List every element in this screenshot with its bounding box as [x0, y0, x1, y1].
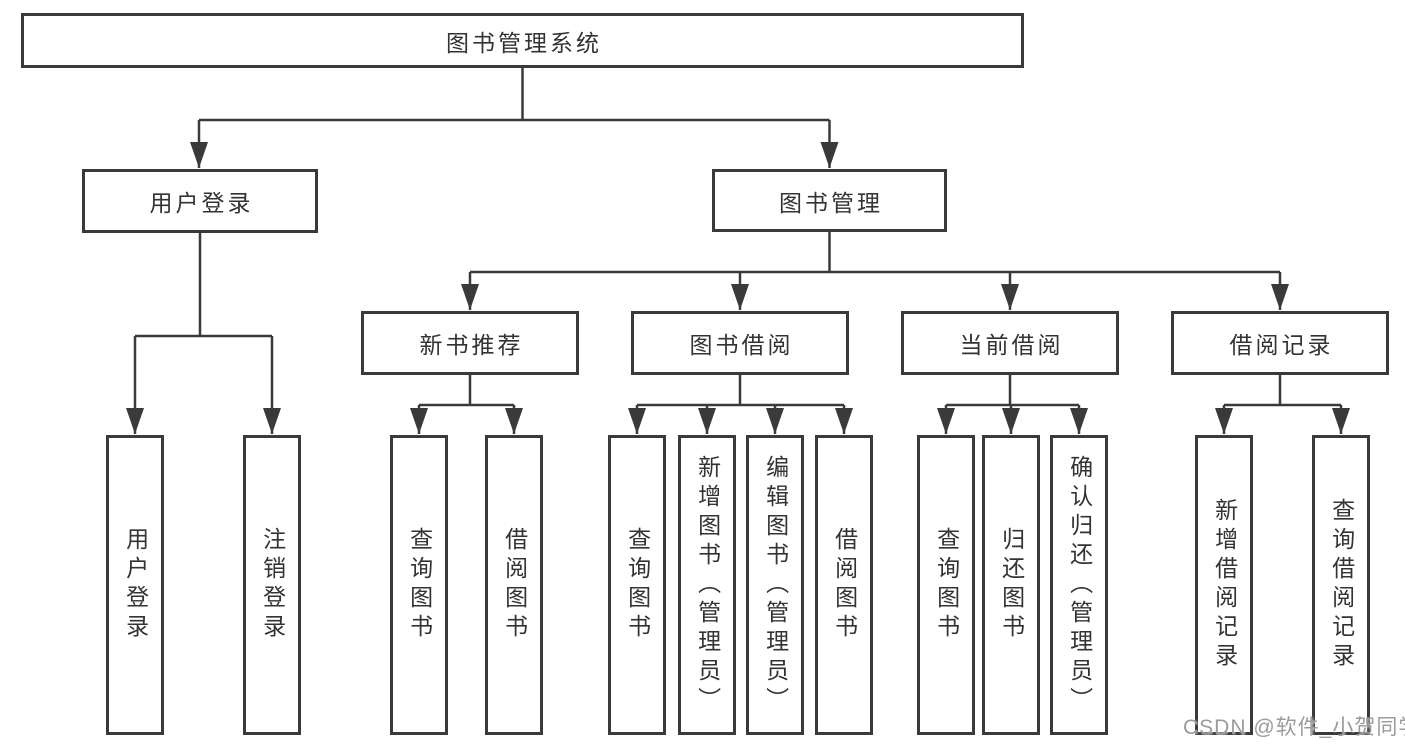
leaf-borrow-books-2: 借阅图书	[815, 435, 873, 735]
leaf-query-books-3: 查询图书	[917, 435, 975, 735]
node-label: 借阅图书	[501, 527, 528, 643]
node-label: 查询图书	[624, 527, 651, 643]
node-user-login: 用户登录	[82, 169, 318, 233]
node-label: 新增借阅记录	[1211, 498, 1238, 672]
node-label: 归还图书	[998, 527, 1025, 643]
node-label: 当前借阅	[959, 332, 1064, 358]
node-label: 查询图书	[933, 527, 960, 643]
node-label: 新书推荐	[419, 332, 524, 358]
leaf-add-borrow-record: 新增借阅记录	[1195, 435, 1253, 735]
leaf-return-book: 归还图书	[982, 435, 1040, 735]
node-label: 查询图书	[406, 527, 433, 643]
node-new-book-recommendation: 新书推荐	[361, 311, 579, 375]
node-label: 注销登录	[259, 527, 286, 643]
leaf-add-book-admin: 新增图书（管理员）	[678, 435, 736, 735]
leaf-edit-book-admin: 编辑图书（管理员）	[746, 435, 804, 735]
node-book-borrowing: 图书借阅	[631, 311, 849, 375]
node-root-system: 图书管理系统	[21, 13, 1024, 68]
node-label: 图书管理	[779, 189, 883, 216]
csdn-watermark: CSDN @软件_小贺同学	[1183, 716, 1405, 739]
node-label: 编辑图书（管理员）	[762, 454, 789, 716]
node-label: 确认归还（管理员）	[1066, 454, 1093, 716]
leaf-logout: 注销登录	[243, 435, 301, 735]
node-borrowing-records: 借阅记录	[1171, 311, 1389, 375]
node-label: 查询借阅记录	[1328, 498, 1355, 672]
node-current-borrowing: 当前借阅	[901, 311, 1119, 375]
node-label: 用户登录	[122, 527, 149, 643]
leaf-borrow-books-1: 借阅图书	[485, 435, 543, 735]
node-label: 借阅记录	[1229, 332, 1334, 358]
leaf-user-login: 用户登录	[106, 435, 164, 735]
node-label: 新增图书（管理员）	[694, 454, 721, 716]
node-label: 借阅图书	[831, 527, 858, 643]
node-label: 图书管理系统	[446, 29, 602, 56]
node-label: 图书借阅	[689, 332, 794, 358]
leaf-query-books-1: 查询图书	[390, 435, 448, 735]
leaf-query-borrow-record: 查询借阅记录	[1312, 435, 1370, 735]
leaf-query-books-2: 查询图书	[608, 435, 666, 735]
leaf-confirm-return-admin: 确认归还（管理员）	[1050, 435, 1108, 735]
node-book-management: 图书管理	[712, 169, 947, 232]
node-label: 用户登录	[149, 190, 254, 216]
